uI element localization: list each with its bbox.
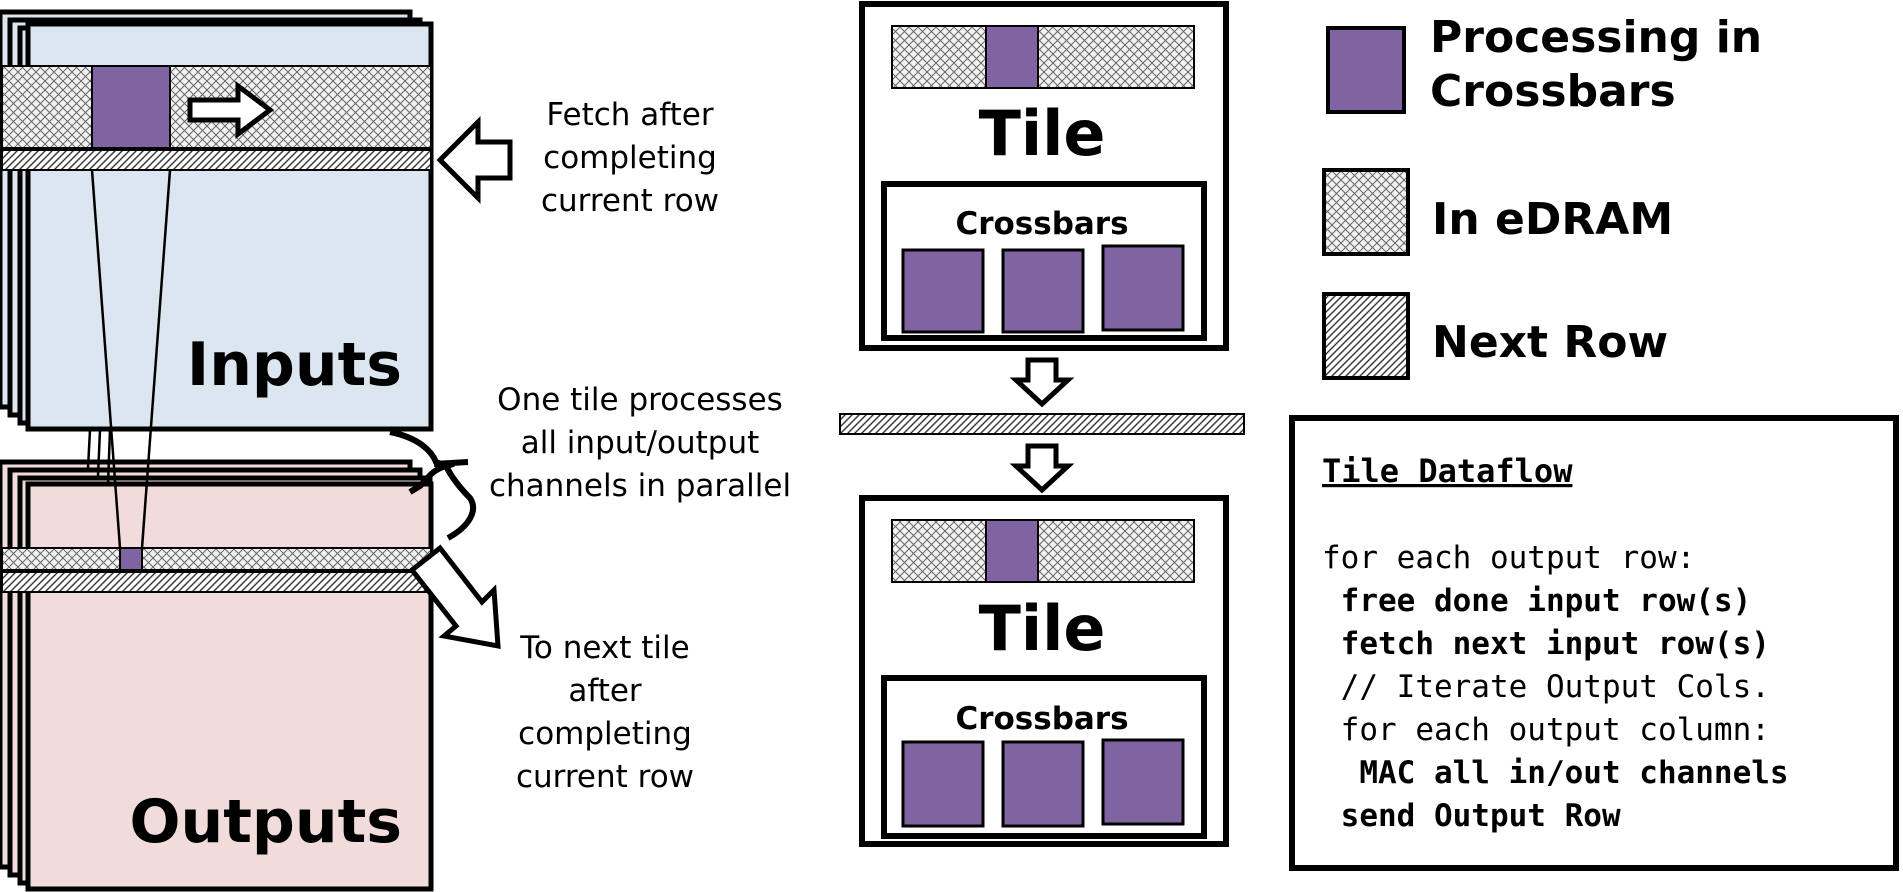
parallel-note-line-1: One tile processes: [497, 382, 783, 418]
to-next-tile-arrow-icon: [408, 544, 501, 650]
legend: Processing in Crossbars In eDRAM Next Ro…: [1322, 12, 1762, 380]
tile-top-crossbar-1: [901, 248, 985, 334]
tile-bottom-title: Tile: [979, 592, 1106, 665]
tile-bottom-edram-row: [891, 519, 1195, 583]
tile-bottom: Tile Crossbars: [859, 495, 1229, 847]
legend-next-row-label: Next Row: [1432, 317, 1668, 368]
fetch-note-line-1: Fetch after: [546, 97, 714, 133]
tile-top-crossbar-3: [1101, 244, 1185, 332]
tile-bottom-crossbar-3: [1101, 738, 1185, 826]
legend-edram-label: In eDRAM: [1432, 194, 1673, 245]
tile-bottom-crossbars-label: Crossbars: [955, 701, 1128, 737]
dataflow-box: Tile Dataflow for each output row: free …: [1289, 415, 1899, 871]
receptive-field-lines: [86, 169, 172, 549]
inputs-label: Inputs: [187, 330, 402, 400]
dataflow-line: for each output row:: [1322, 540, 1695, 576]
outputs-stack: Outputs: [0, 459, 434, 892]
tile-bottom-crossbar-1: [901, 740, 985, 828]
tile-bottom-processing-window: [985, 519, 1039, 583]
next-row-buffer: [839, 413, 1245, 435]
tile-top-title: Tile: [979, 97, 1106, 170]
legend-next-row-icon: [1322, 292, 1410, 380]
next-tile-note-line-1: To next tile: [519, 630, 689, 666]
fetch-arrow-icon: [436, 115, 513, 205]
inputs-next-row: [1, 149, 432, 171]
tile-top: Tile Crossbars: [859, 1, 1229, 351]
fetch-note-line-2: completing: [543, 140, 717, 176]
dataflow-code: for each output row: free done input row…: [1322, 540, 1789, 834]
next-tile-note-line-4: current row: [516, 759, 694, 795]
next-tile-note-line-3: completing: [518, 716, 692, 752]
legend-edram-icon: [1322, 168, 1410, 256]
tile-bottom-crossbar-2: [1001, 740, 1085, 828]
dataflow-line: // Iterate Output Cols.: [1322, 669, 1770, 705]
legend-processing-line-2: Crossbars: [1430, 66, 1676, 117]
tile-top-edram-row: [891, 25, 1195, 89]
legend-processing-line-1: Processing in: [1430, 12, 1762, 63]
dataflow-line: fetch next input row(s): [1322, 626, 1770, 662]
outputs-label: Outputs: [130, 787, 402, 857]
parallel-note-line-2: all input/output: [521, 425, 760, 461]
tile-top-processing-window: [985, 25, 1039, 89]
dataflow-line: send Output Row: [1322, 798, 1621, 834]
down-arrow-icon-2: [1009, 443, 1075, 494]
inputs-stack: Inputs: [0, 9, 434, 432]
dataflow-line: MAC all in/out channels: [1322, 755, 1789, 791]
fetch-note-line-3: current row: [541, 183, 719, 219]
dataflow-title: Tile Dataflow: [1322, 452, 1573, 490]
outputs-next-row: [1, 571, 432, 593]
outputs-edram-row: [1, 547, 432, 571]
dataflow-line: for each output column:: [1322, 712, 1770, 748]
dataflow-line: free done input row(s): [1322, 583, 1751, 619]
right-arrow-icon: [187, 81, 275, 139]
curly-brace-lower: [433, 459, 477, 541]
down-arrow-icon: [1009, 357, 1075, 408]
legend-processing-icon: [1326, 26, 1406, 114]
tile-top-crossbars-label: Crossbars: [955, 206, 1128, 242]
next-tile-note-line-2: after: [568, 673, 642, 709]
tile-top-crossbar-2: [1001, 248, 1085, 334]
outputs-processing-cell: [119, 547, 143, 571]
inputs-processing-window: [91, 65, 171, 149]
parallel-note-line-3: channels in parallel: [489, 468, 791, 504]
